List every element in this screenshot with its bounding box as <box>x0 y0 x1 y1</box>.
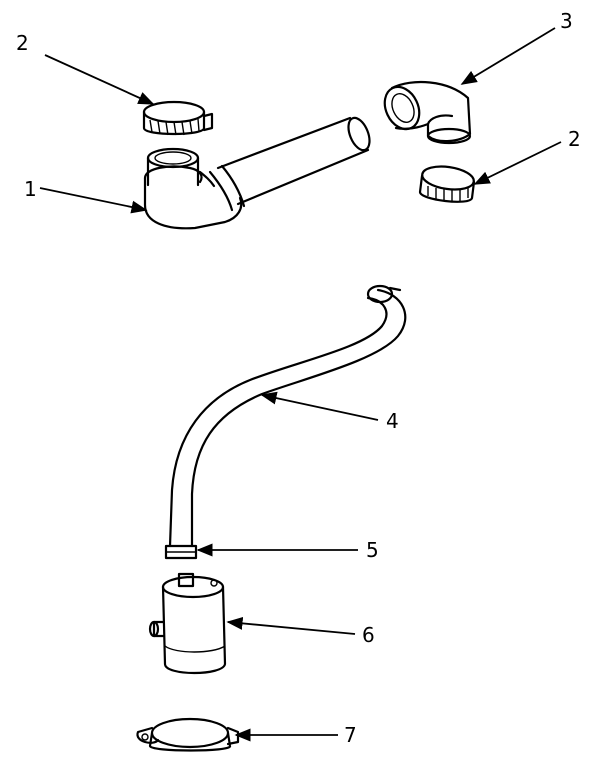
callout-1: 1 <box>24 177 37 201</box>
leader-4 <box>260 391 379 421</box>
leader-lines <box>39 27 562 742</box>
callout-labels: 1 2 3 2 4 5 6 7 <box>16 9 581 747</box>
bracket-clamp-part <box>136 717 240 752</box>
callout-7: 7 <box>344 723 357 747</box>
callout-2-right: 2 <box>568 127 581 151</box>
leader-2-right <box>473 141 562 185</box>
leader-1 <box>39 187 148 214</box>
callout-4: 4 <box>386 409 399 433</box>
elbow-fitting-part <box>383 80 472 145</box>
pipe-elbow-part <box>143 116 371 230</box>
leader-3 <box>460 27 556 85</box>
leader-2-top-left <box>44 54 155 105</box>
hose-clamp-small-part <box>164 544 198 560</box>
hose-part <box>168 284 407 548</box>
callout-2-top-left: 2 <box>16 31 29 55</box>
callout-6: 6 <box>362 623 375 647</box>
callout-3: 3 <box>560 9 573 33</box>
clamp-top-left-part <box>142 100 214 136</box>
canister-part <box>148 572 227 675</box>
leader-6 <box>226 616 356 635</box>
clamp-right-part <box>418 165 476 203</box>
callout-5: 5 <box>366 538 379 562</box>
